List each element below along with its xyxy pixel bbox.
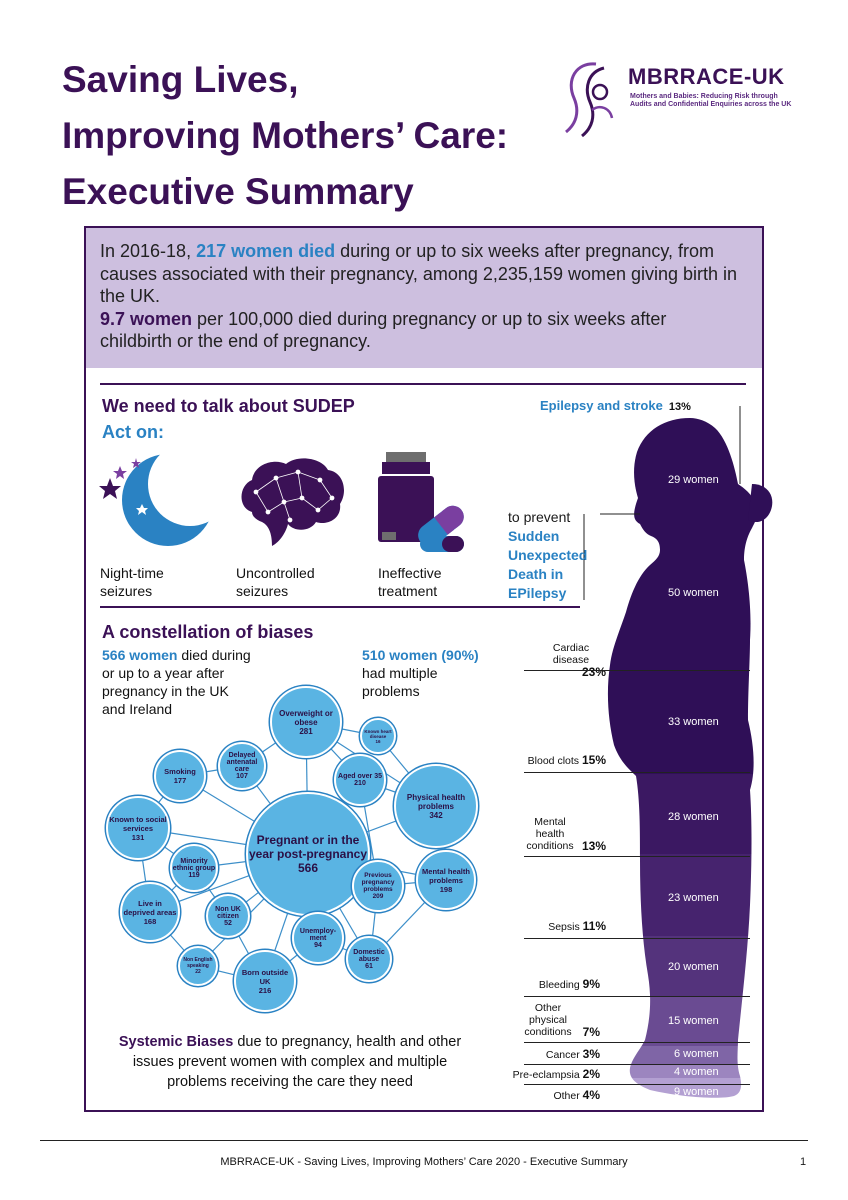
sudep-item-3: Ineffective treatment (378, 565, 442, 599)
systemic-biases-text: Systemic Biases due to pregnancy, health… (118, 1034, 462, 1090)
title-line-1: Saving Lives, (62, 59, 299, 100)
women-count-33: 33 women (668, 716, 719, 728)
women-count-pre-eclampsia: 4 women (674, 1066, 719, 1078)
women-count-epilepsy: 29 women (668, 474, 719, 486)
biases-heading: A constellation of biases (102, 622, 314, 642)
cause-other: Other 4% (553, 1088, 600, 1102)
summary-frame (84, 226, 764, 1112)
women-count-other-physical: 15 women (668, 1015, 719, 1027)
women-count-sepsis: 23 women (668, 892, 719, 904)
cause-pre-eclampsia: Pre-eclampsia 2% (512, 1067, 600, 1081)
intro-panel: In 2016-18, 217 women died during or up … (86, 228, 762, 368)
sudep-item-1: Night-time seizures (100, 565, 164, 599)
women-count-mental: 28 women (668, 811, 719, 823)
page-title: Saving Lives, Improving Mothers’ Care: E… (62, 52, 562, 220)
act-on-heading: Act on: (102, 422, 164, 442)
intro-p2-end: per 100,000 died during pregnancy or up … (100, 308, 667, 352)
biases-left-text: 566 women died during or up to a year af… (102, 647, 251, 717)
intro-text: In 2016-18, 217 women died during or up … (100, 240, 740, 353)
biases-right-text: 510 women (90%) had multiple problems (362, 647, 479, 699)
intro-p1-start: In 2016-18, (100, 241, 192, 261)
cause-other-physical-line (524, 1042, 750, 1043)
sudep-prevent-text: to prevent Sudden Unexpected Death in EP… (508, 509, 588, 601)
footer-text: MBRRACE-UK - Saving Lives, Improving Mot… (220, 1156, 628, 1168)
cause-other-physical: Other physical conditions 7% (524, 1002, 600, 1039)
women-count-bleeding: 20 women (668, 961, 719, 973)
cause-sepsis: Sepsis 11% (548, 919, 606, 933)
logo-tagline: Mothers and Babies: Reducing Risk throug… (630, 93, 792, 108)
cause-cardiac-line (524, 670, 750, 671)
intro-p1-highlight: 217 women died (196, 241, 336, 261)
footer-divider (40, 1140, 808, 1141)
intro-p1-end: during or up to six weeks after pregnanc… (100, 241, 738, 306)
women-count-cancer: 6 women (674, 1048, 719, 1060)
cause-blood-clots-line (524, 772, 750, 773)
mother-baby-logo-icon (565, 62, 614, 138)
brain-network-icon (241, 458, 344, 546)
sudep-item-2: Uncontrolled seizures (236, 565, 315, 599)
cause-blood-clots: Blood clots 15% (527, 753, 606, 767)
page-number: 1 (800, 1156, 807, 1168)
cause-bleeding: Bleeding 9% (538, 977, 600, 991)
logo-name: MBRRACE-UK (628, 64, 785, 89)
women-count-other: 9 women (674, 1086, 719, 1098)
title-line-3: Executive Summary (62, 171, 414, 212)
title-line-2: Improving Mothers’ Care: (62, 115, 509, 156)
mbrrace-logo: MBRRACE-UK Mothers and Babies: Reducing … (552, 58, 792, 138)
cause-pre-eclampsia-line (524, 1084, 750, 1085)
cause-cancer-line (524, 1064, 750, 1065)
cause-bleeding-line (524, 996, 750, 997)
cause-cancer: Cancer 3% (545, 1047, 600, 1061)
sudep-heading: We need to talk about SUDEP (102, 396, 355, 416)
moon-and-stars-icon (99, 448, 218, 546)
women-count-cardiac: 50 women (668, 587, 719, 599)
divider-top (100, 383, 746, 385)
intro-p2-highlight: 9.7 women (100, 308, 193, 329)
cause-mental-health: Mental health conditions 13% (526, 816, 606, 853)
cause-mental-health-line (524, 856, 750, 857)
cause-sepsis-line (524, 938, 750, 939)
medicine-bottle-pill-icon (378, 452, 464, 552)
cause-cardiac: Cardiac disease 23% (552, 642, 606, 679)
divider-mid (100, 606, 580, 608)
